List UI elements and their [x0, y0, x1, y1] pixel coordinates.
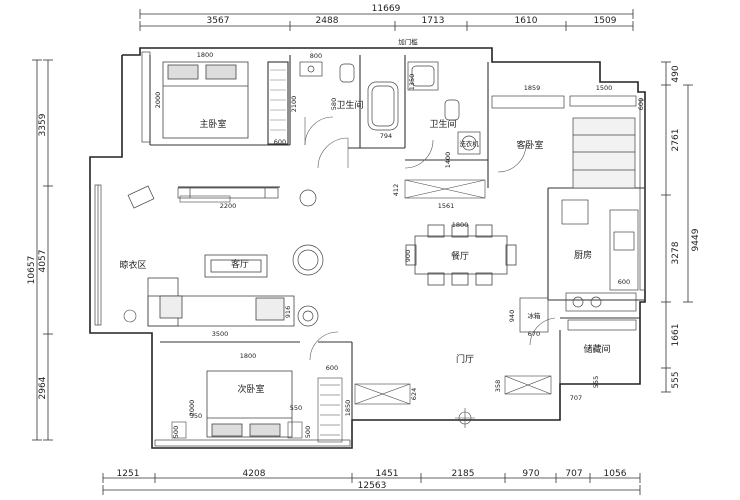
sofa: [147, 277, 295, 327]
fridge-label: 冰箱: [528, 311, 542, 320]
entry-358: 358: [494, 380, 502, 392]
windows: [94, 51, 646, 447]
second-bed-height: 2000: [188, 400, 196, 417]
right-dim-5: 555: [671, 371, 681, 388]
right-dim-1: 490: [671, 65, 681, 82]
bottom-dim-3: 1451: [376, 469, 399, 479]
room-bathroom2: 卫生间: [429, 118, 456, 130]
right-dim-2: 2761: [671, 129, 681, 152]
living-2200: 2200: [220, 202, 237, 210]
fridge-670: 670: [528, 330, 540, 338]
cabinet-1561: 1561: [438, 202, 455, 210]
top-dim-3: 1713: [422, 16, 445, 26]
room-kitchen: 厨房: [574, 249, 592, 261]
bottom-dim-4: 2185: [452, 469, 475, 479]
kitchen-counter: [519, 199, 639, 333]
right-dim-3: 3278: [671, 241, 681, 264]
room-second-bedroom: 次卧室: [237, 383, 264, 395]
bottom-dim-7: 1056: [604, 469, 627, 479]
top-total-dim: 11669: [372, 4, 401, 14]
bottom-total-dim: 12563: [358, 481, 387, 491]
right-dimension-chain: [661, 61, 693, 393]
right-total-dim: 9449: [691, 228, 701, 251]
right-dim-4: 1661: [671, 324, 681, 347]
guest-1500: 1500: [596, 84, 613, 92]
interior-walls: [149, 55, 645, 448]
cabinet-412: 412: [392, 184, 400, 196]
bottom-dim-2: 4208: [243, 469, 266, 479]
bath2-1350: 1350: [408, 74, 416, 91]
top-dim-5: 1509: [594, 16, 617, 26]
fridge-940: 940: [508, 310, 516, 322]
top-dimension-chain: [139, 9, 634, 31]
left-dim-2: 4057: [38, 250, 48, 273]
bathroom1-fixtures: [299, 61, 399, 131]
room-master-bedroom: 主卧室: [199, 118, 226, 130]
room-guest-bedroom: 客卧室: [516, 139, 543, 151]
second-1850: 1850: [344, 400, 352, 417]
left-dim-1: 3359: [38, 113, 48, 136]
guest-shelf: [491, 95, 637, 109]
room-storage: 储藏间: [583, 343, 610, 355]
second-bed-width: 1800: [240, 352, 257, 360]
room-bathroom1: 卫生间: [336, 99, 363, 111]
storage-555: 555: [592, 376, 600, 388]
room-dressing-area: 晾衣区: [119, 259, 146, 271]
guest-1859: 1859: [524, 84, 541, 92]
room-living-room: 客厅: [231, 258, 249, 270]
door-arcs: [304, 116, 556, 361]
dressing-rack: [123, 195, 231, 323]
lamp-table: [127, 185, 317, 209]
kitchen-600: 600: [618, 278, 630, 286]
exterior-walls: [89, 47, 646, 449]
bottom-dimension-chain: [102, 473, 641, 495]
entry-plant-icon: [455, 408, 475, 428]
round-rug: [292, 244, 324, 327]
bath1-width: 800: [310, 52, 322, 60]
guest-600: 600: [637, 98, 645, 110]
bottom-dim-6: 707: [565, 469, 582, 479]
left-dimension-chain: [32, 59, 53, 441]
tv-cabinet: [177, 187, 279, 199]
master-bed: [162, 61, 249, 139]
second-500a: 500: [172, 426, 180, 438]
master-bed-width: 1800: [197, 51, 214, 59]
washer-label: 洗衣机: [459, 139, 479, 148]
wardrobe-fill: [270, 69, 286, 131]
coffee-table: [204, 254, 268, 278]
top-note: 加门槛: [398, 37, 418, 46]
storage-707: 707: [570, 394, 582, 402]
second-600: 600: [326, 364, 338, 372]
second-500b: 500: [304, 426, 312, 438]
bottom-dim-5: 970: [522, 469, 539, 479]
entry-cabinets: [354, 179, 552, 405]
sofa-916: 916: [284, 306, 292, 318]
bath2-1400: 1400: [444, 152, 452, 169]
second-wardrobe: [171, 377, 343, 443]
second-bed: [206, 370, 293, 438]
room-entrance: 门厅: [456, 353, 474, 365]
room-dining-room: 餐厅: [451, 250, 469, 262]
left-total-dim: 10657: [27, 256, 37, 285]
dining-table: [405, 224, 517, 286]
dining-900: 900: [404, 250, 412, 262]
bath1-794: 794: [380, 132, 392, 140]
top-dim-1: 3567: [207, 16, 230, 26]
bottom-dim-1: 1251: [117, 469, 140, 479]
second-550a: 550: [190, 412, 202, 420]
wardrobe-600: 600: [274, 138, 286, 146]
guest-bed: [572, 117, 636, 189]
bath1-580: 580: [330, 98, 338, 110]
second-550b: 550: [290, 404, 302, 412]
left-dim-3: 2964: [38, 376, 48, 399]
master-bed-height: 2000: [154, 92, 162, 109]
sofa-3500: 3500: [212, 330, 229, 338]
bath1-2100: 2100: [290, 96, 298, 113]
top-dim-4: 1610: [515, 16, 538, 26]
entry-624: 624: [410, 388, 418, 400]
bathroom2-fixtures: [407, 61, 481, 155]
top-dim-2: 2488: [316, 16, 339, 26]
dining-1800: 1800: [452, 221, 469, 229]
